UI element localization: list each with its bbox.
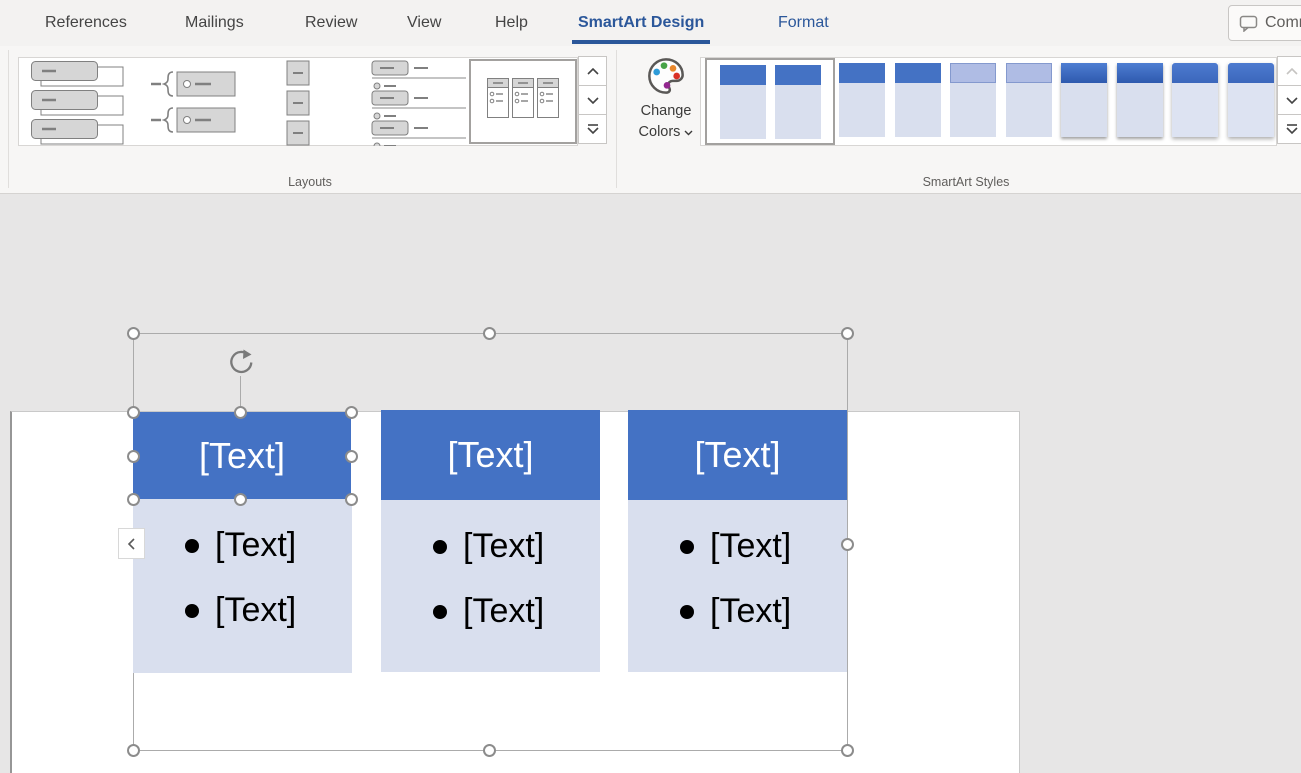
column1-header-text[interactable]: [Text]	[198, 434, 286, 476]
shape-handle-bottom-center[interactable]	[234, 493, 247, 506]
bullet-dot-icon	[433, 539, 447, 554]
frame-handle-bottom-left[interactable]	[127, 744, 140, 757]
layouts-scroll-down-button[interactable]	[578, 85, 607, 115]
bullet-dot-icon	[433, 604, 447, 619]
bullet-item[interactable]: [Text]	[381, 514, 600, 579]
bullet-item[interactable]: [Text]	[133, 578, 352, 643]
document-area: [Text] [Text] [Text] [Text] [Text] [Text…	[0, 195, 1301, 773]
smartart-style-4[interactable]	[1061, 63, 1163, 137]
smartart-style-5[interactable]	[1172, 63, 1274, 137]
bullet-item[interactable]: [Text]	[133, 513, 352, 578]
frame-handle-top-right[interactable]	[841, 327, 854, 340]
tab-smartart-design[interactable]: SmartArt Design	[571, 0, 711, 46]
rotation-handle-stem	[240, 376, 241, 408]
tab-help[interactable]: Help	[495, 14, 528, 31]
color-palette-icon	[646, 58, 686, 100]
tab-format[interactable]: Format	[778, 14, 829, 31]
layout-option-stacked-heading-list[interactable]	[366, 60, 470, 151]
layouts-gallery	[18, 57, 578, 150]
layouts-gallery-scrollbar	[578, 56, 607, 144]
ribbon: Layouts Change Colors	[0, 46, 1301, 194]
layout-option-bracket-list[interactable]	[151, 71, 239, 140]
layout-option-lined-list[interactable]	[31, 61, 127, 150]
frame-handle-mid-right[interactable]	[841, 538, 854, 551]
smartart-column3-body[interactable]: [Text] [Text]	[628, 500, 847, 672]
tab-mailings[interactable]: Mailings	[185, 14, 244, 31]
style-card	[774, 64, 821, 139]
frame-handle-bottom-center[interactable]	[483, 744, 496, 757]
change-colors-button[interactable]: Change Colors	[620, 56, 712, 166]
frame-handle-top-left[interactable]	[127, 327, 140, 340]
bullet-item[interactable]: [Text]	[628, 579, 847, 644]
smartart-styles-group-label: SmartArt Styles	[922, 175, 1010, 189]
comments-button-label: Comm	[1265, 14, 1301, 31]
smartart-styles-gallery	[700, 57, 1277, 146]
text-pane-toggle-button[interactable]	[118, 528, 145, 559]
shape-handle-mid-left[interactable]	[127, 450, 140, 463]
bullet-dot-icon	[185, 603, 199, 618]
styles-scroll-down-button[interactable]	[1277, 85, 1301, 115]
comments-button[interactable]: Comm	[1228, 5, 1301, 41]
comment-bubble-icon	[1239, 15, 1258, 32]
group-separator	[8, 50, 9, 188]
shape-handle-bottom-right[interactable]	[345, 493, 358, 506]
ribbon-tab-bar: References Mailings Review View Help Sma…	[0, 0, 1301, 46]
smartart-column1-header[interactable]: [Text]	[133, 412, 351, 499]
layouts-scroll-up-button[interactable]	[578, 56, 607, 86]
smartart-column1-body[interactable]: [Text] [Text]	[133, 499, 352, 673]
rotation-handle-icon[interactable]	[226, 346, 256, 381]
styles-gallery-scrollbar	[1277, 56, 1301, 144]
column2-header-text[interactable]: [Text]	[447, 434, 534, 475]
styles-scroll-up-button[interactable]	[1277, 56, 1301, 86]
layouts-more-button[interactable]	[578, 114, 607, 144]
shape-handle-mid-right[interactable]	[345, 450, 358, 463]
change-colors-label-line2: Colors	[638, 124, 681, 140]
shape-handle-bottom-left[interactable]	[127, 493, 140, 506]
dropdown-chevron-icon	[684, 124, 693, 140]
frame-handle-top-center[interactable]	[483, 327, 496, 340]
smartart-column2-body[interactable]: [Text] [Text]	[381, 500, 600, 672]
style-card	[719, 64, 766, 139]
smartart-column2-header[interactable]: [Text]	[381, 410, 600, 500]
frame-handle-bottom-right[interactable]	[841, 744, 854, 757]
layout-option-vertical-block-list[interactable]	[286, 60, 312, 151]
column3-header-text[interactable]: [Text]	[694, 434, 781, 475]
bullet-item[interactable]: [Text]	[628, 514, 847, 579]
smartart-column3-header[interactable]: [Text]	[628, 410, 847, 500]
tab-references[interactable]: References	[45, 14, 127, 31]
smartart-style-1-selected[interactable]	[705, 58, 835, 145]
smartart-style-3[interactable]	[950, 63, 1052, 137]
shape-handle-top-right[interactable]	[345, 406, 358, 419]
bullet-item[interactable]: [Text]	[381, 579, 600, 644]
chevron-left-icon	[127, 537, 135, 550]
styles-more-button[interactable]	[1277, 114, 1301, 144]
shape-handle-top-center[interactable]	[234, 406, 247, 419]
change-colors-label-line1: Change	[640, 103, 692, 119]
group-separator	[616, 50, 617, 188]
layout-option-column-list-selected[interactable]	[469, 59, 577, 144]
shape-handle-top-left[interactable]	[127, 406, 140, 419]
bullet-dot-icon	[185, 538, 199, 553]
tab-review[interactable]: Review	[305, 14, 358, 31]
bullet-dot-icon	[680, 539, 694, 554]
tab-view[interactable]: View	[407, 14, 442, 31]
bullet-dot-icon	[680, 604, 694, 619]
layouts-group-label: Layouts	[288, 175, 332, 189]
smartart-style-2[interactable]	[839, 63, 941, 137]
